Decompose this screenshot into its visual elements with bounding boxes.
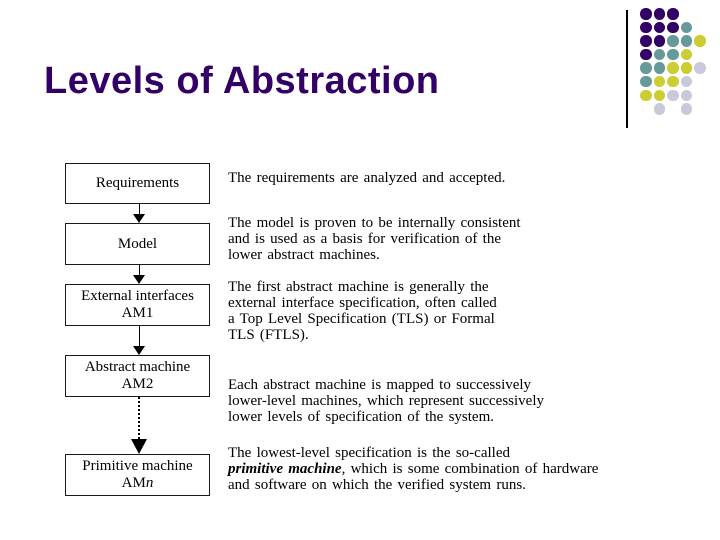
arrow-head <box>131 439 147 454</box>
arrow-shaft <box>138 204 140 214</box>
arrow-shaft <box>138 326 140 346</box>
flow-box-sublabel: AM1 <box>121 305 154 321</box>
deco-dot <box>667 75 679 88</box>
annotation-model: The model is proven to be internally con… <box>228 215 521 264</box>
arrow-shaft <box>138 264 140 275</box>
deco-dot <box>667 48 679 61</box>
flow-box-external-interfaces-am1: External interfaces AM1 <box>65 284 210 326</box>
deco-dot <box>680 21 692 34</box>
decorative-dot-grid <box>640 8 708 117</box>
deco-dot <box>653 21 665 34</box>
deco-dot <box>653 89 665 102</box>
annotation-abstract-machines: Each abstract machine is mapped to succe… <box>228 377 544 426</box>
deco-dot <box>640 35 652 47</box>
text-line: primitive machine, which is some combina… <box>228 460 599 477</box>
arrow-shaft-dotted <box>138 397 140 439</box>
deco-dot <box>640 62 652 74</box>
flow-box-label: Primitive machine <box>82 458 193 474</box>
text-line: and is used as a basis for verification … <box>228 230 502 247</box>
slide-title: Levels of Abstraction <box>44 60 440 102</box>
flow-box-label: Abstract machine <box>84 359 191 375</box>
annotation-primitive-machine: The lowest-level specification is the so… <box>228 445 599 494</box>
flow-box-requirements: Requirements <box>65 163 210 204</box>
deco-dot <box>694 62 706 74</box>
deco-dot <box>667 62 679 74</box>
text-line: lower-level machines, which represent su… <box>228 392 544 409</box>
deco-dot <box>680 75 692 88</box>
dotted-arrow-down-icon <box>131 397 147 454</box>
deco-dot <box>640 8 652 20</box>
deco-dot <box>653 75 665 88</box>
deco-dot <box>667 8 679 20</box>
flow-box-sublabel: AMn <box>121 475 154 491</box>
annotation-external-interfaces: The first abstract machine is generally … <box>228 279 497 344</box>
text-line: lower abstract machines. <box>228 246 380 263</box>
deco-dot <box>667 21 679 34</box>
text-line: a Top Level Specification (TLS) or Forma… <box>228 310 495 327</box>
text-line: The lowest-level specification is the so… <box>228 445 510 461</box>
deco-dot <box>680 103 692 115</box>
text-line: lower levels of specification of the sys… <box>228 408 495 425</box>
deco-dot <box>680 89 692 102</box>
deco-dot <box>680 35 692 47</box>
flow-box-label: Model <box>117 235 158 252</box>
deco-dot <box>640 48 652 61</box>
deco-dot <box>667 89 679 102</box>
text-line: The requirements are analyzed and accept… <box>228 170 506 186</box>
deco-dot <box>640 21 652 34</box>
arrow-head <box>133 214 145 223</box>
text-line: and software on which the verified syste… <box>228 476 526 493</box>
deco-dot <box>653 62 665 74</box>
text-line: TLS (FTLS). <box>228 326 309 343</box>
deco-dot <box>653 8 665 20</box>
text-line: The first abstract machine is generally … <box>228 279 489 295</box>
deco-dot <box>653 48 665 61</box>
emphasized-term: primitive machine <box>228 460 342 477</box>
flow-box-abstract-machine-am2: Abstract machine AM2 <box>65 355 210 397</box>
arrow-down-icon <box>133 204 145 223</box>
flow-box-sublabel: AM2 <box>121 376 154 392</box>
flow-box-label: Requirements <box>95 175 180 191</box>
decorative-vertical-line <box>626 10 628 128</box>
deco-dot <box>640 89 652 102</box>
arrow-down-icon <box>133 264 145 284</box>
arrow-down-icon <box>133 326 145 355</box>
deco-dot <box>667 35 679 47</box>
deco-dot <box>694 35 706 47</box>
flow-box-label: External interfaces <box>81 288 194 304</box>
annotation-requirements: The requirements are analyzed and accept… <box>228 170 506 187</box>
text-line: external interface specification, often … <box>228 294 497 311</box>
deco-dot <box>653 103 665 115</box>
arrow-head <box>133 275 145 284</box>
flow-box-primitive-machine-amn: Primitive machine AMn <box>65 454 210 496</box>
text-line: Each abstract machine is mapped to succe… <box>228 377 532 393</box>
arrow-head <box>133 346 145 355</box>
deco-dot <box>640 75 652 88</box>
deco-dot <box>653 35 665 47</box>
deco-dot <box>680 62 692 74</box>
text-line: The model is proven to be internally con… <box>228 215 521 231</box>
deco-dot <box>680 48 692 61</box>
flow-box-model: Model <box>65 223 210 265</box>
